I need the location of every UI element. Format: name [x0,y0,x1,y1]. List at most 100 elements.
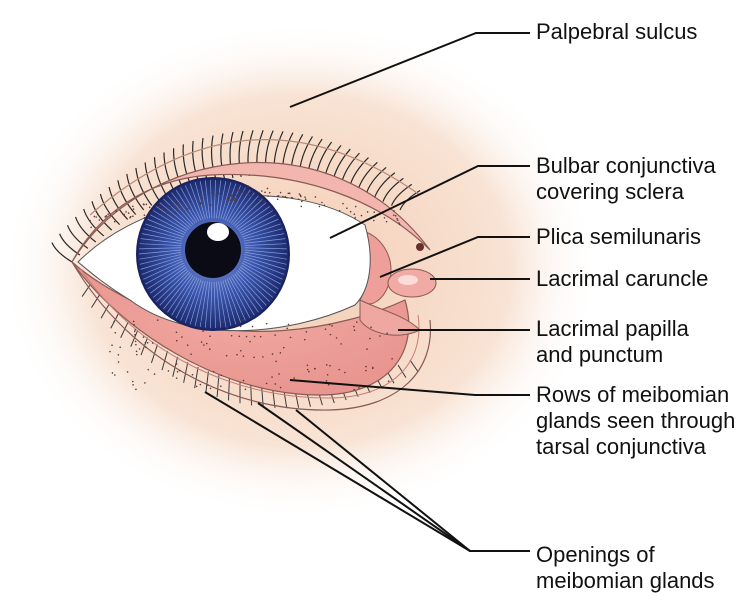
iris-fiber [238,268,274,298]
stipple-dot [268,191,271,194]
iris-fiber [237,206,270,230]
iris-fiber [243,233,285,242]
stipple-dot [253,335,256,338]
iris-fiber [139,243,182,246]
stipple-dot [385,220,388,223]
stipple-dot [181,336,183,338]
stipple-dot [354,216,356,219]
stipple-dot [383,217,386,219]
stipple-dot [125,211,127,213]
stipple-dot [372,219,375,222]
stipple-dot [107,213,109,215]
stipple-dot [238,335,241,338]
stipple-dot [366,211,369,213]
stipple-dot [132,208,135,210]
iris-fiber [242,260,283,280]
stipple-dot [135,343,137,346]
stipple-dot [353,213,356,215]
iris-fiber [213,281,216,328]
stipple-dot [263,200,266,203]
stipple-dot [113,220,116,223]
stipple-dot [132,320,135,323]
eyelash [183,362,189,383]
stipple-dot [276,195,279,197]
iris-fiber [189,280,204,325]
stipple-dot [133,323,135,326]
stipple-dot [143,214,146,216]
stipple-dot [220,374,223,377]
eyelash [83,208,105,237]
stipple-dot [158,206,160,208]
iris-fiber [184,279,202,323]
stipple-dot [175,339,178,342]
stipple-dot [173,201,176,203]
stipple-dot [289,336,292,339]
stipple-dot [258,191,260,194]
stipple-dot [189,206,191,209]
stipple-dot [306,368,309,371]
stipple-dot [271,376,273,378]
stipple-dot [170,205,172,207]
stipple-dot [329,333,332,336]
iris-fiber [204,281,211,328]
iris-fiber [234,198,263,227]
stipple-dot [166,206,169,208]
stipple-dot [242,191,244,193]
stipple-dot [223,196,225,199]
stipple-dot [386,332,388,335]
stipple-dot [265,382,268,385]
stipple-dot [105,214,108,217]
stipple-dot [220,385,222,388]
stipple-dot [286,327,288,330]
stipple-dot [222,321,224,324]
stipple-dot [391,358,393,360]
stipple-dot [195,385,198,388]
iris-fiber [175,277,198,319]
iris-fiber [222,183,237,220]
stipple-dot [354,205,357,208]
stipple-dot [114,331,117,334]
iris-fiber [194,280,206,326]
stipple-dot [98,219,101,221]
label-line: Palpebral sulcus [536,19,698,44]
stipple-dot [186,208,189,210]
iris-fiber [235,271,267,306]
stipple-dot [230,334,233,337]
stipple-dot [321,201,323,204]
iris-fiber [244,243,287,246]
stipple-dot [279,386,282,389]
iris-fiber [218,281,227,327]
stipple-dot [142,336,145,338]
stipple-dot [161,207,164,210]
stipple-dot [245,335,248,338]
eyelash [144,162,161,202]
iris-fiber [230,276,255,316]
stipple-dot [278,373,280,375]
iris-fiber [150,266,187,294]
stipple-dot [136,353,138,356]
stipple-dot [89,219,91,222]
stipple-dot [394,214,397,217]
stipple-dot [287,323,290,326]
stipple-dot [209,335,211,338]
stipple-dot [145,203,148,206]
stipple-dot [175,208,178,210]
stipple-dot [203,344,205,346]
stipple-dot [178,369,181,372]
stipple-dot [325,364,328,366]
iris-fiber [138,249,182,255]
stipple-dot [129,215,132,218]
iris-fiber [244,256,286,270]
iris-fiber [194,182,206,220]
stipple-dot [304,198,307,200]
label-line: Plica semilunaris [536,224,702,249]
stipple-dot [287,192,290,195]
iris-fiber [143,228,184,240]
iris-fiber [220,280,232,326]
eyelash [108,186,129,220]
label-lacrimal-caruncle: Lacrimal caruncle [536,266,708,292]
stipple-dot [327,383,330,386]
stipple-dot [132,215,134,218]
stipple-dot [323,204,326,207]
stipple-dot [109,350,111,353]
